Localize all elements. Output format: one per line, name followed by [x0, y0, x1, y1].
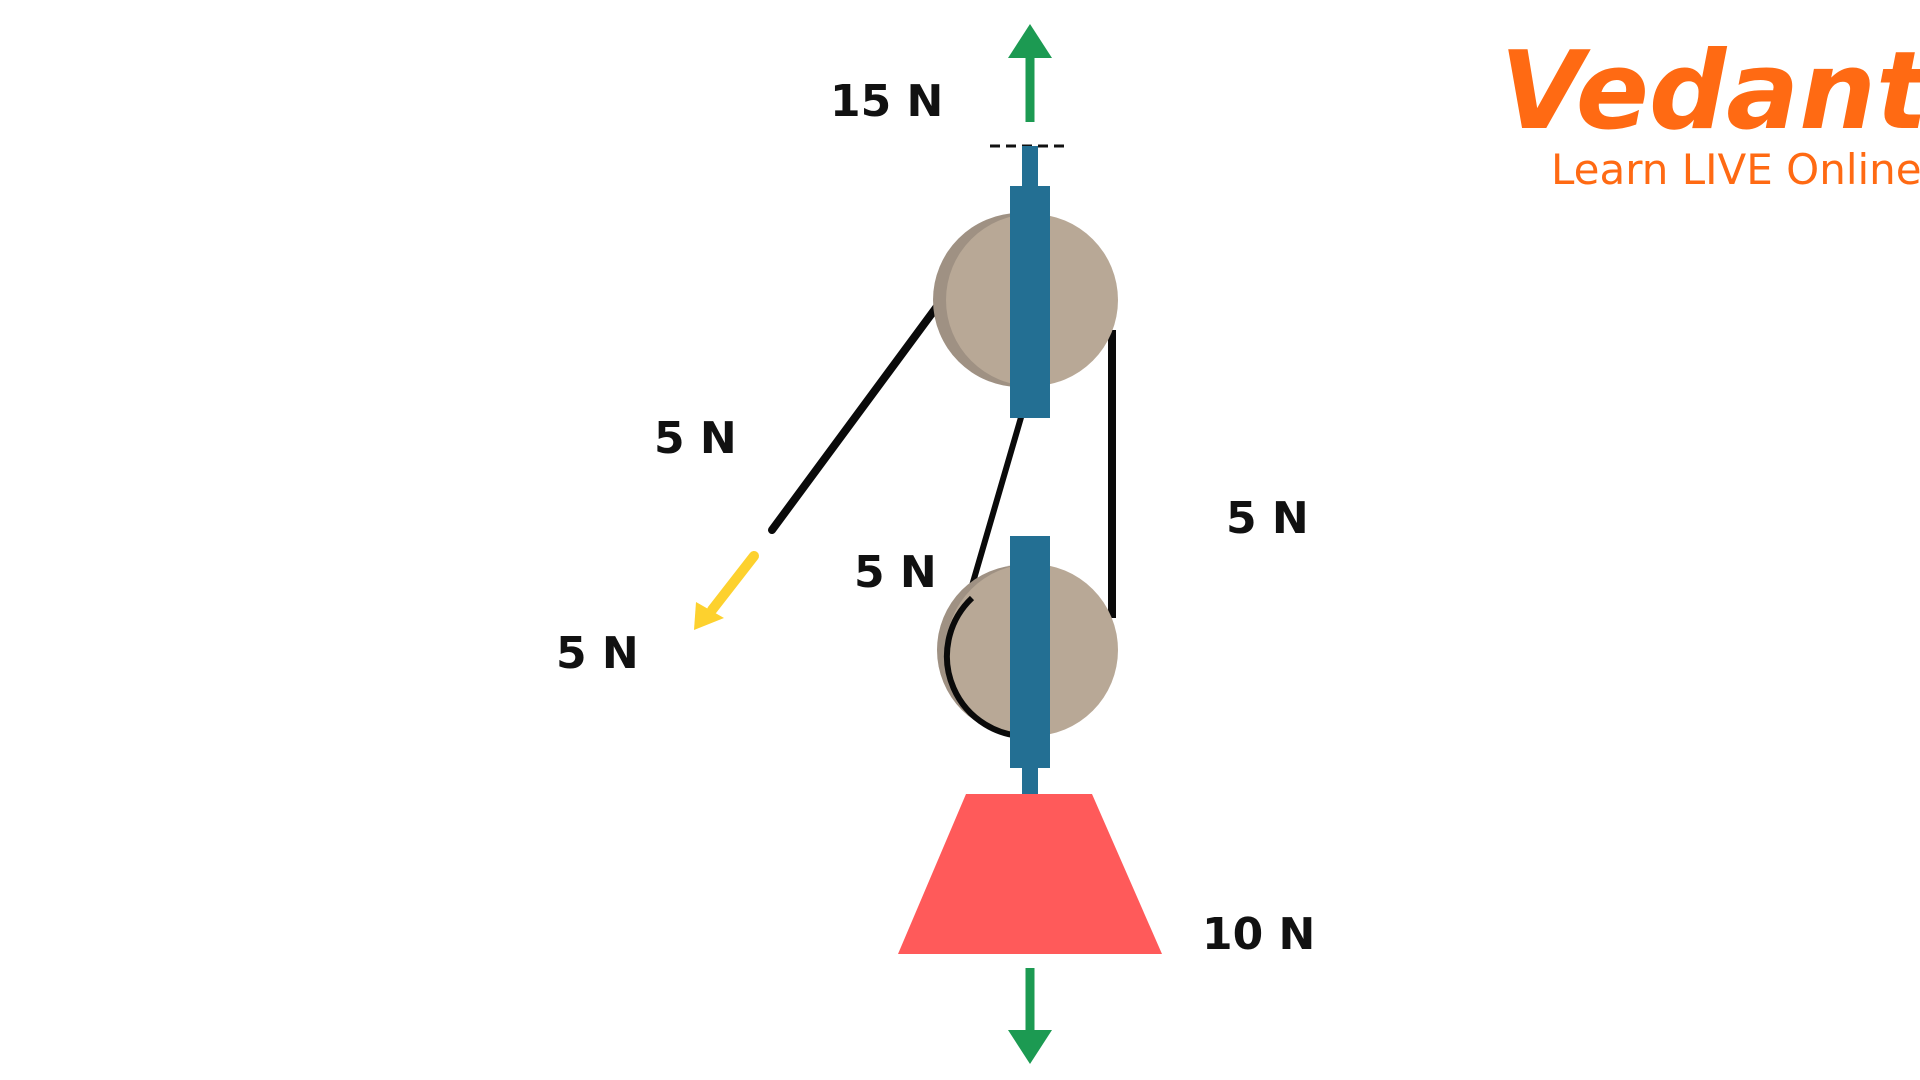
effort-arrow — [694, 551, 759, 630]
top-pulley — [933, 146, 1118, 418]
applied-effort-label: 5 N — [556, 628, 639, 679]
pull-rope-tension-label: 5 N — [654, 413, 737, 464]
support-force-label: 15 N — [830, 76, 943, 127]
load-block — [898, 794, 1162, 954]
load-weight-label: 10 N — [1202, 909, 1315, 960]
effort-rope — [768, 274, 962, 534]
bottom-pulley — [937, 536, 1118, 796]
weight-arrow — [1008, 968, 1052, 1064]
brand-name: Vedantu — [1500, 29, 1920, 154]
inner-rope-tension-label: 5 N — [854, 547, 937, 598]
brand-logo: Vedantu Learn LIVE Online — [1500, 29, 1920, 194]
support-force-arrow — [1008, 24, 1052, 122]
brand-tagline: Learn LIVE Online — [1551, 145, 1920, 194]
outer-rope-tension-label: 5 N — [1226, 493, 1309, 544]
